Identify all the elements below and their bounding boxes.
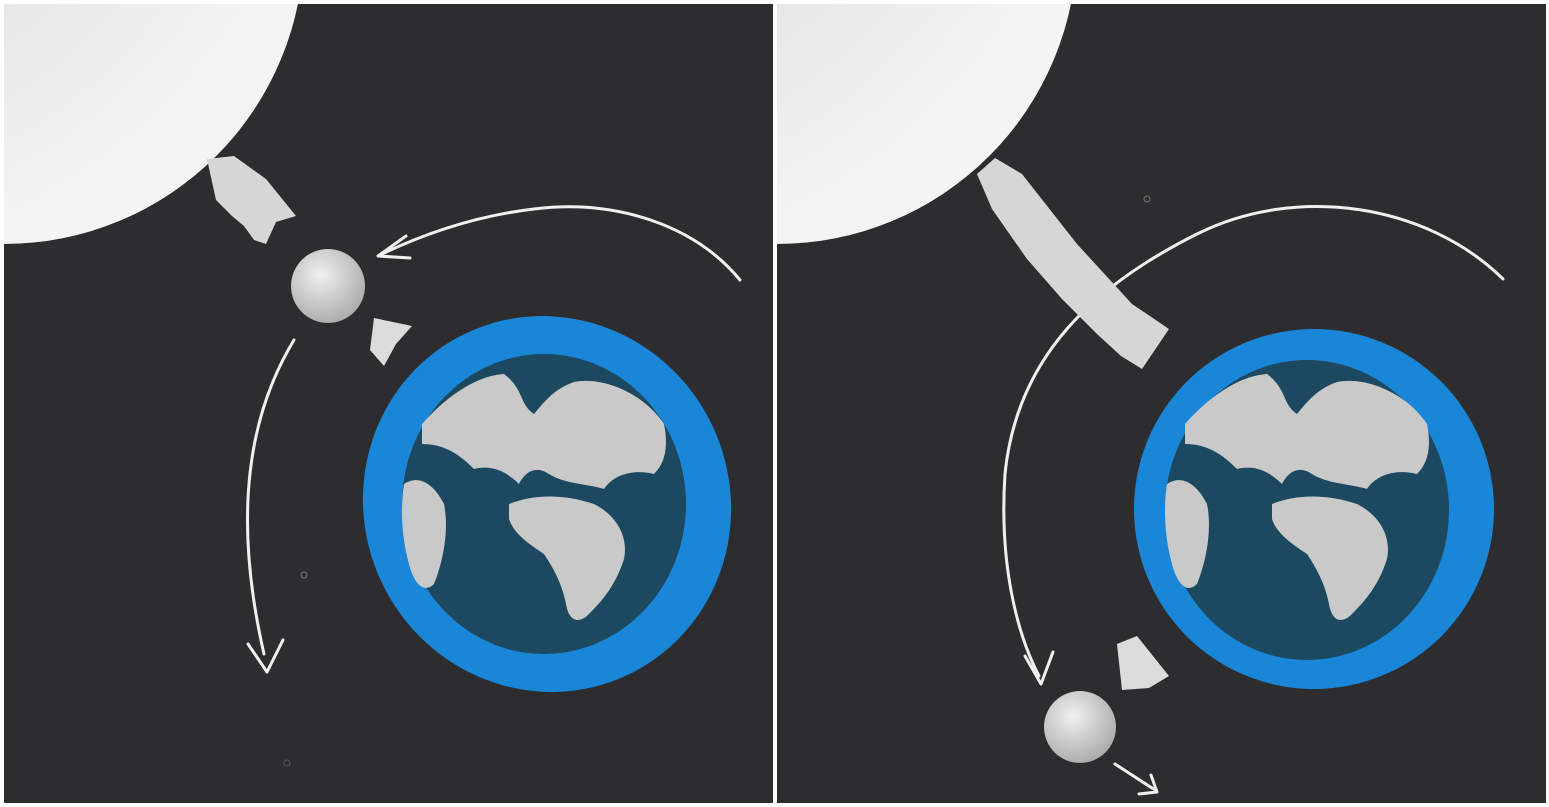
star-dot: [1143, 195, 1151, 203]
landmass-greenland: [1237, 380, 1272, 408]
panel-right-canvas: [777, 4, 1546, 803]
light-beam: [370, 318, 412, 366]
arrowheads: [246, 234, 412, 674]
earth-group: [362, 316, 732, 692]
landmass-africa: [509, 496, 625, 620]
panel-left: [4, 4, 773, 803]
panel-left-canvas: [4, 4, 773, 803]
arrowhead-outbound-icon: [246, 638, 285, 674]
sun-icon: [777, 4, 1071, 244]
meteoroid-icon: [291, 249, 365, 323]
sun-icon: [4, 4, 298, 244]
light-beam: [1117, 636, 1169, 690]
orbit-arrow-inbound: [380, 205, 742, 282]
exit-arrowhead-icon: [1137, 773, 1159, 796]
star-dot: [283, 759, 291, 767]
landmass-south-america: [1164, 480, 1209, 588]
rock-plume: [207, 156, 296, 244]
arrowhead-orbit-icon: [1023, 650, 1055, 686]
meteoroid-icon: [1044, 691, 1116, 763]
rock-plume: [977, 158, 1169, 369]
landmass-greenland: [474, 380, 509, 408]
panel-divider: [773, 0, 777, 807]
landmass-south-america: [401, 480, 446, 588]
earth-group: [1134, 329, 1494, 689]
orbit-arrow-outbound: [246, 338, 296, 656]
panel-right: [777, 4, 1546, 803]
star-dot: [300, 571, 308, 579]
exit-arrow: [1113, 762, 1157, 792]
landmass-africa: [1272, 496, 1388, 620]
arrowhead-inbound-icon: [376, 234, 412, 260]
orbit-paths: [246, 205, 742, 656]
